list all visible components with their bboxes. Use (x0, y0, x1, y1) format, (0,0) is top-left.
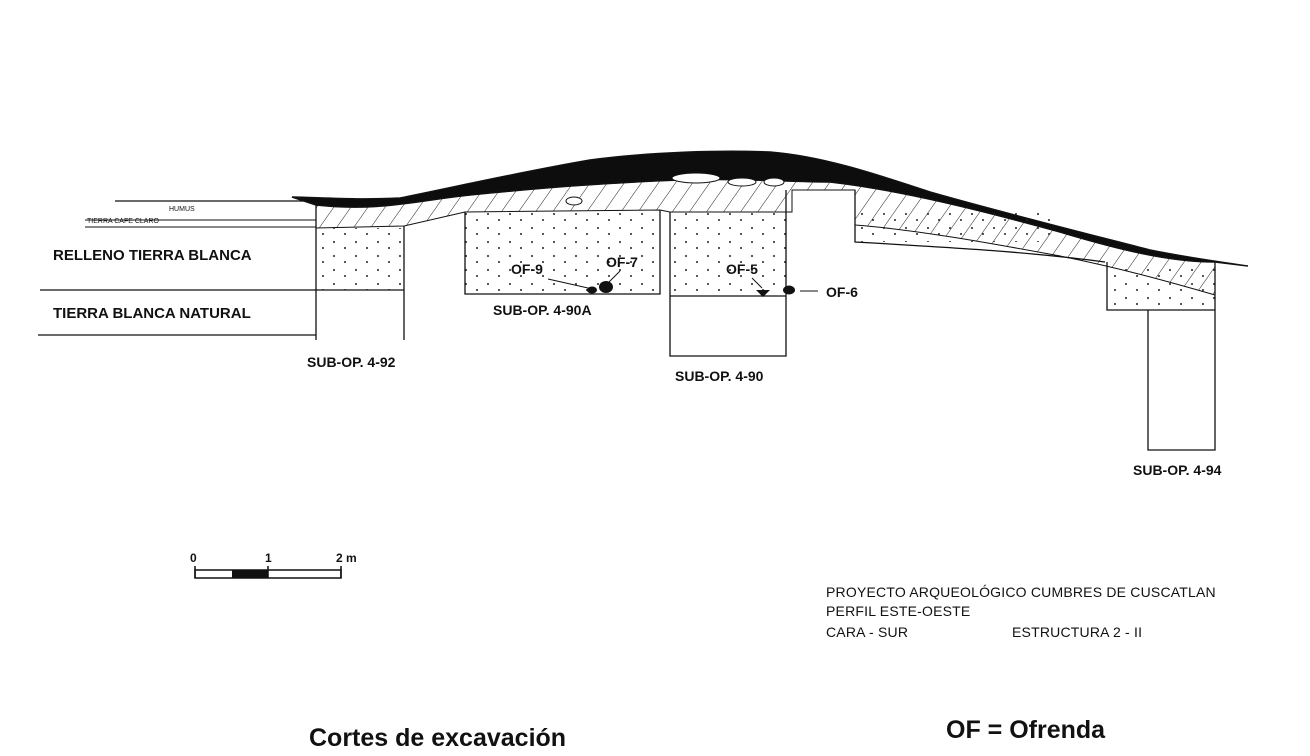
offering-of7-shape (599, 281, 613, 293)
scale-label-0: 0 (190, 551, 197, 565)
project-face: CARA - SUR (826, 624, 909, 640)
stone-2 (727, 177, 757, 187)
project-profile: PERFIL ESTE-OESTE (826, 603, 971, 619)
stone-1 (671, 172, 721, 184)
humus-band (291, 150, 1249, 267)
of7-leader (608, 270, 621, 283)
stone-3 (763, 177, 785, 187)
trench-4-94 (1106, 262, 1216, 451)
label-tierra-cafe: TIERRA CAFE CLARO (87, 218, 159, 225)
scale-bar (194, 566, 342, 579)
trench-4-92-fill (316, 228, 404, 290)
label-relleno: RELLENO TIERRA BLANCA (53, 247, 252, 264)
stone-4 (565, 196, 583, 206)
east-block (854, 190, 1106, 263)
of5-leader (751, 277, 763, 289)
offering-of6-shape (783, 285, 795, 295)
project-structure: ESTRUCTURA 2 - II (1012, 624, 1143, 640)
label-subop-4-90: SUB-OP. 4-90 (675, 368, 764, 384)
offering-of5-shape (756, 290, 770, 297)
trench-4-90a-fill (465, 212, 660, 294)
label-natural: TIERRA BLANCA NATURAL (53, 305, 251, 322)
scale-label-1: 1 (265, 551, 272, 565)
east-block-fill (855, 212, 1055, 242)
trench-4-90 (669, 190, 787, 357)
label-of5: OF-5 (726, 261, 758, 277)
caption-cortes: Cortes de excavación (309, 724, 567, 752)
label-humus: HUMUS (169, 206, 195, 213)
project-title: PROYECTO ARQUEOLÓGICO CUMBRES DE CUSCATL… (826, 584, 1216, 600)
caption-ofrenda: OF = Ofrenda (946, 716, 1106, 744)
trench-4-94-fill (1107, 266, 1215, 310)
scale-label-2: 2 m (336, 551, 357, 565)
label-of9: OF-9 (511, 261, 543, 277)
offering-of9-shape (587, 286, 597, 294)
trench-4-90a (464, 210, 661, 295)
trench-4-92 (315, 205, 405, 340)
of9-leader (547, 278, 589, 289)
label-of6: OF-6 (826, 284, 858, 300)
label-subop-4-92: SUB-OP. 4-92 (307, 354, 396, 370)
label-subop-4-90a: SUB-OP. 4-90A (493, 302, 592, 318)
label-subop-4-94: SUB-OP. 4-94 (1133, 462, 1222, 478)
label-of7: OF-7 (606, 254, 638, 270)
trench-4-90-fill (670, 212, 786, 296)
